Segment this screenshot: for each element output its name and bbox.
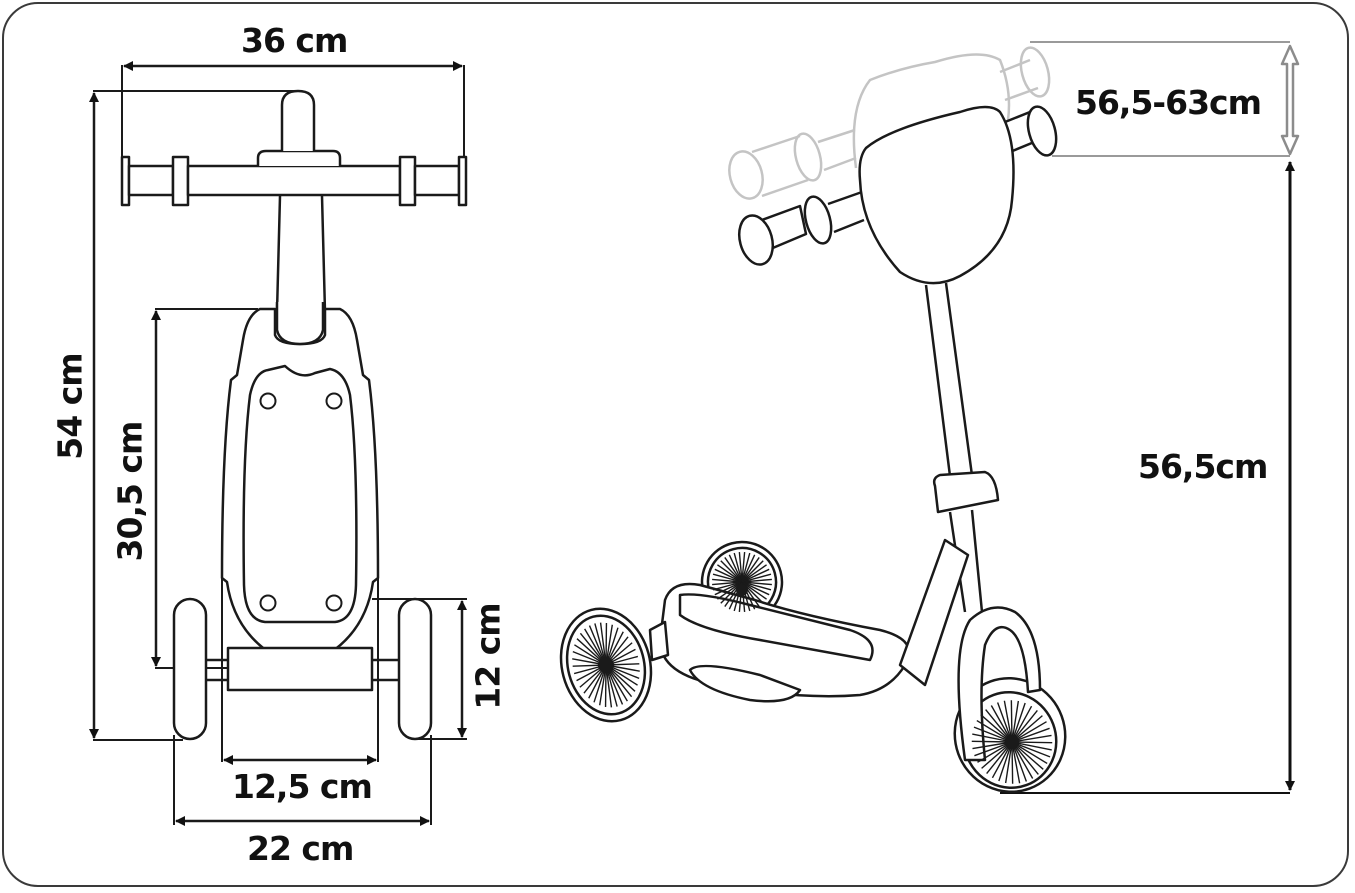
rear-wheel-left [172, 597, 208, 741]
label-deck-length: 30,5 cm [110, 421, 150, 562]
handlebar-shield [858, 105, 1015, 285]
dim-handlebar-width [121, 61, 465, 158]
rear-axle-housing [226, 646, 374, 692]
label-wheel-diameter: 12 cm [468, 603, 508, 710]
rear-wheel-right [397, 597, 433, 741]
handlebar-top [120, 89, 468, 207]
scooter-perspective [559, 105, 1067, 794]
label-deck-width: 12,5 cm [232, 767, 373, 806]
dim-deck-width [221, 545, 379, 765]
rear-axle [205, 658, 400, 682]
label-rear-track: 22 cm [247, 829, 354, 868]
double-arrow-icon [1280, 44, 1300, 156]
wheel-hubs [598, 584, 1019, 749]
label-height-adjustment: 56,5-63cm [1075, 83, 1262, 122]
dim-wheel-diameter [372, 598, 467, 740]
top-view [89, 61, 468, 826]
dim-height-adjustment [1030, 41, 1300, 157]
stem-top [275, 195, 327, 313]
dim-total-length [89, 90, 300, 741]
label-handlebar-width: 36 cm [241, 21, 348, 60]
stem-base [275, 302, 325, 346]
deck-grip-pad [242, 364, 358, 624]
label-min-height: 56,5cm [1138, 447, 1268, 486]
dim-min-height [1000, 161, 1295, 794]
label-total-length: 54 cm [50, 353, 90, 460]
deck-bolts [259, 392, 343, 612]
handlebar-extended-ghost [728, 46, 1051, 200]
dim-rear-track [173, 735, 432, 826]
